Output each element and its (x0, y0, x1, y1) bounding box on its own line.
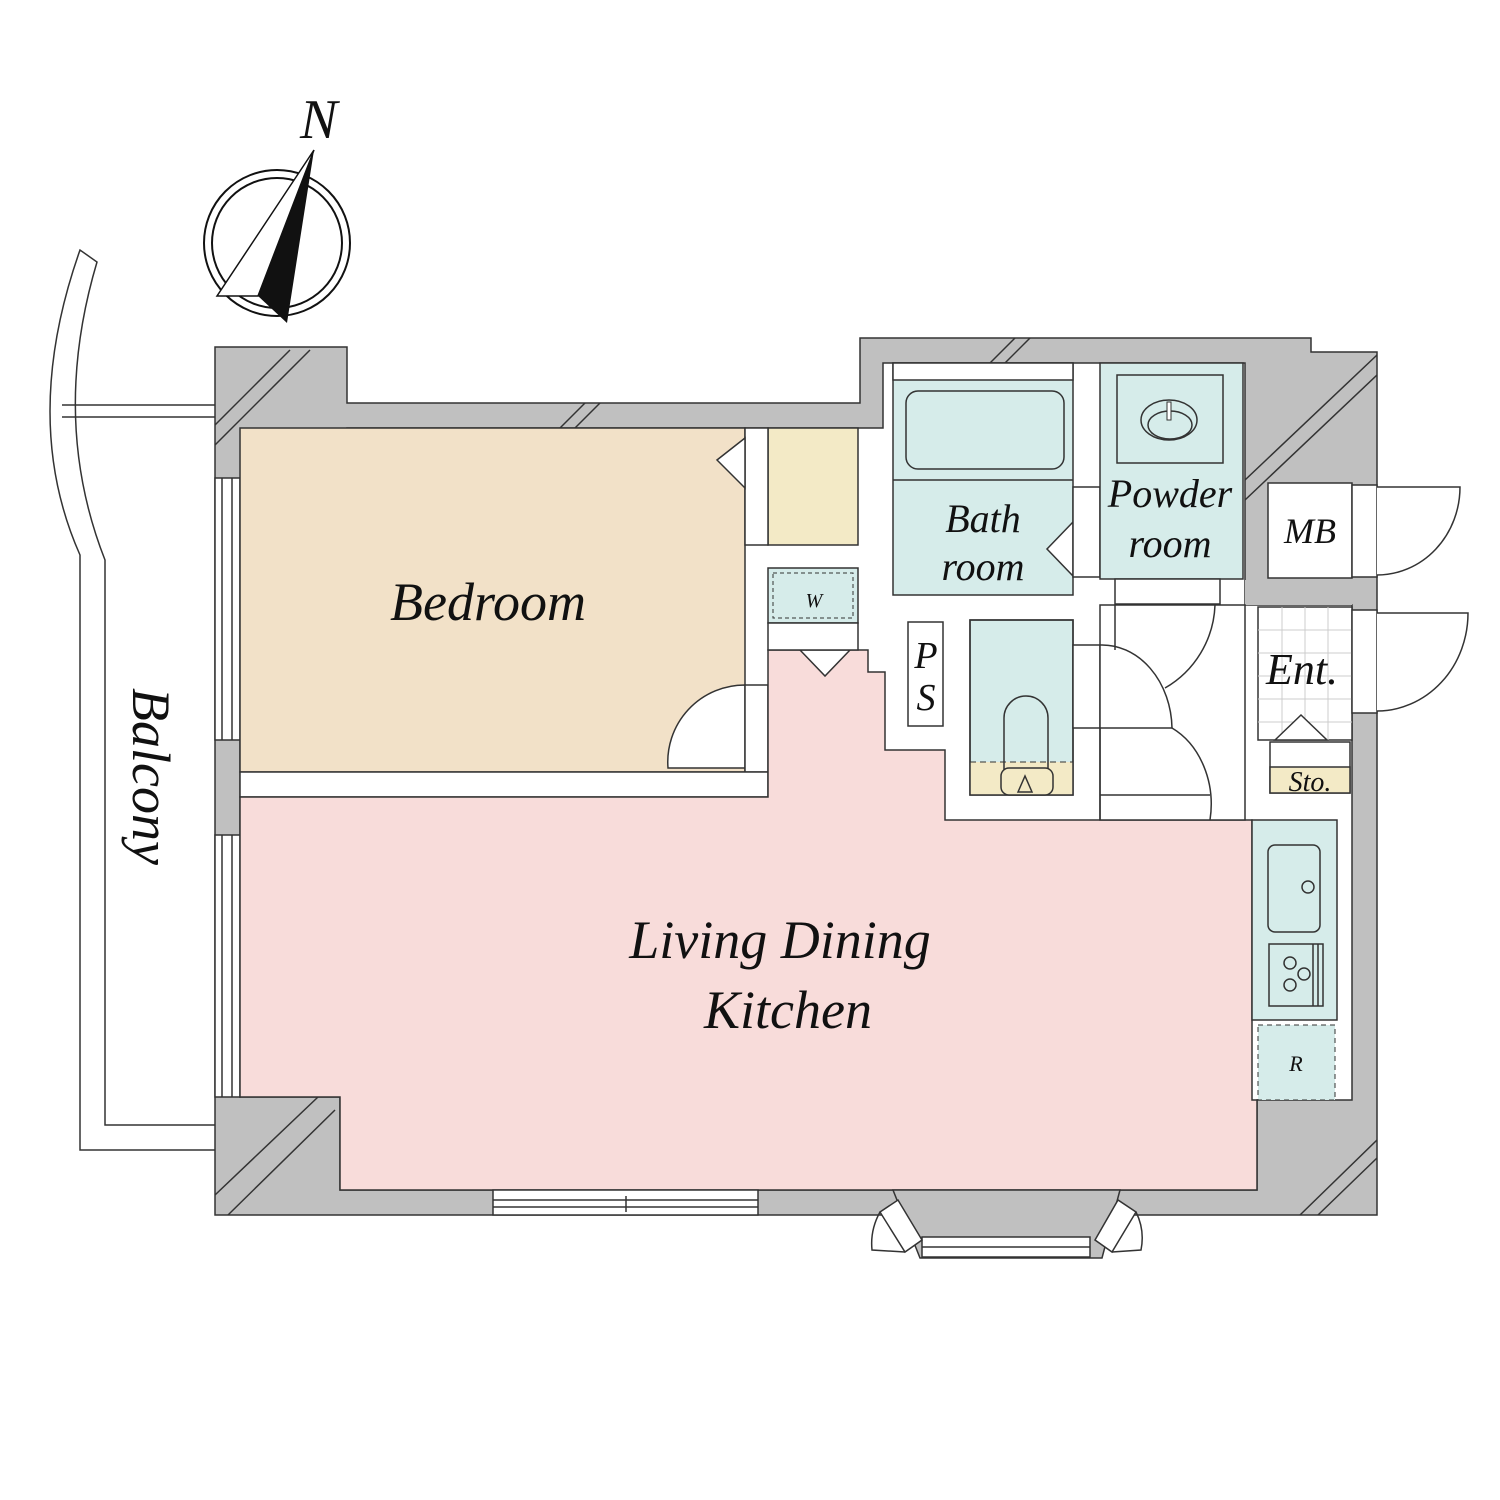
powder-room: Powder room (1099, 362, 1244, 605)
balcony: Balcony (49, 248, 215, 1151)
ps-label-p: P (913, 635, 937, 677)
storage[interactable]: Sto. (1269, 741, 1351, 798)
meter-box[interactable]: MB (1267, 482, 1461, 579)
bathtub-icon (905, 390, 1065, 470)
sink-icon (1140, 399, 1198, 441)
mb-label: MB (1283, 511, 1336, 551)
north-label: N (299, 89, 340, 151)
pipe-space: P S (907, 621, 944, 727)
left-window-ldk[interactable] (214, 834, 241, 1098)
bedroom-label: Bedroom (390, 572, 586, 632)
bedroom-door[interactable] (667, 684, 769, 773)
washer-label: W (806, 590, 825, 612)
balcony-label: Balcony (121, 688, 181, 865)
toilet-icon (1000, 695, 1054, 796)
washer-space: W (767, 567, 859, 651)
left-window-bedroom[interactable] (214, 477, 241, 741)
bottom-window[interactable] (492, 1189, 759, 1216)
ps-label-s: S (917, 677, 936, 719)
powder-label-line2: room (1129, 521, 1212, 566)
ldk-label-line2: Kitchen (703, 980, 872, 1040)
bath-label-line2: room (942, 544, 1025, 589)
entrance: Ent. (1257, 606, 1469, 741)
bedroom-closet[interactable] (767, 427, 859, 546)
hall-doors[interactable] (1099, 604, 1246, 821)
refrigerator-space: R (1257, 1024, 1336, 1101)
compass-icon: N (203, 89, 351, 323)
stove-icon (1268, 943, 1324, 1007)
wall-hatching (214, 337, 1378, 1216)
kitchen-sink-icon (1267, 844, 1321, 933)
entrance-label: Ent. (1265, 645, 1338, 694)
bedroom (239, 427, 746, 773)
front-door[interactable] (1351, 609, 1469, 714)
bay-window[interactable] (870, 1189, 1143, 1259)
bathroom: Bath room (892, 362, 1101, 596)
toilet-room (969, 619, 1101, 796)
powder-label-line1: Powder (1107, 471, 1233, 516)
ldk-label-line1: Living Dining (628, 910, 931, 970)
kitchen-counter (1251, 819, 1338, 1021)
refrigerator-label: R (1288, 1051, 1303, 1076)
bath-label-line1: Bath (945, 496, 1021, 541)
storage-label: Sto. (1289, 767, 1332, 798)
